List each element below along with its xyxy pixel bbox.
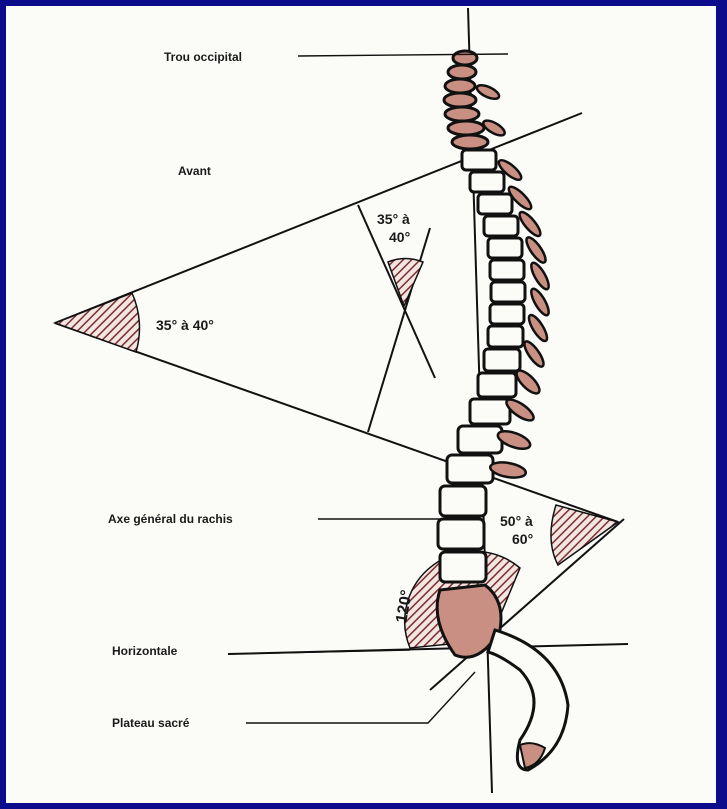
spine-diagram: Trou occipital Avant 35° à 40° 35° à 40°… <box>6 6 716 803</box>
angle-sacral-label-line2: 60° <box>512 531 533 547</box>
angle-sacral-label-line1: 50° à <box>500 513 533 529</box>
angle-small-label-line2: 40° <box>389 229 410 245</box>
angle-big-label: 35° à 40° <box>156 317 214 333</box>
horizontale-label: Horizontale <box>112 644 178 658</box>
horizontale-pointer <box>228 650 410 654</box>
plateau-sacre-label: Plateau sacré <box>112 716 190 730</box>
axe-general-label: Axe général du rachis <box>108 512 233 526</box>
trou-occipital-label: Trou occipital <box>164 50 242 64</box>
coccyx-tip <box>520 743 545 768</box>
diagram-frame: Trou occipital Avant 35° à 40° 35° à 40°… <box>6 6 716 803</box>
avant-label: Avant <box>178 164 211 178</box>
angle-small-label-line1: 35° à <box>377 211 410 227</box>
spinal-column <box>438 51 525 582</box>
big-angle-hatch <box>55 293 139 352</box>
sacral-angle-hatch <box>551 505 618 565</box>
